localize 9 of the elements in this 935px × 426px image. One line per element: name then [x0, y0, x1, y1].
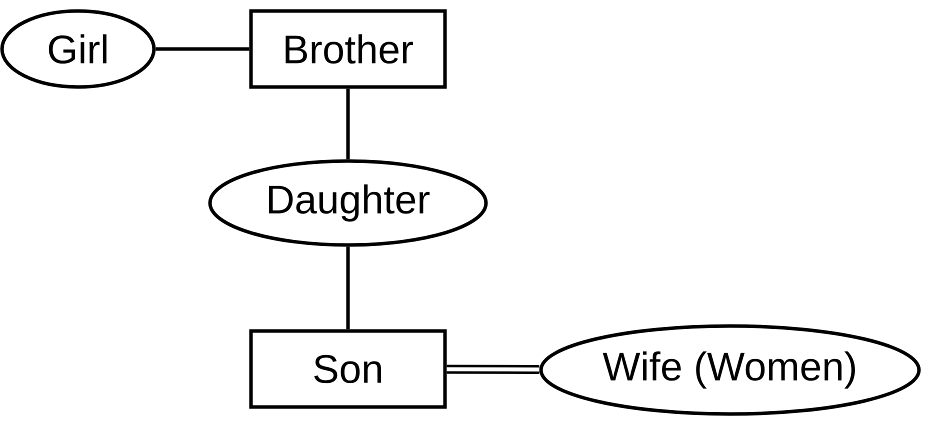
connector-line — [346, 246, 350, 330]
entity-box: Son — [249, 329, 447, 409]
connector-line — [446, 364, 540, 374]
ellipse-node: Wife (Women) — [539, 324, 921, 416]
entity-box: Brother — [249, 9, 447, 89]
ellipse-node: Daughter — [208, 159, 488, 247]
connector-line — [156, 47, 250, 51]
ellipse-node: Girl — [0, 9, 156, 89]
connector-line — [346, 88, 350, 160]
